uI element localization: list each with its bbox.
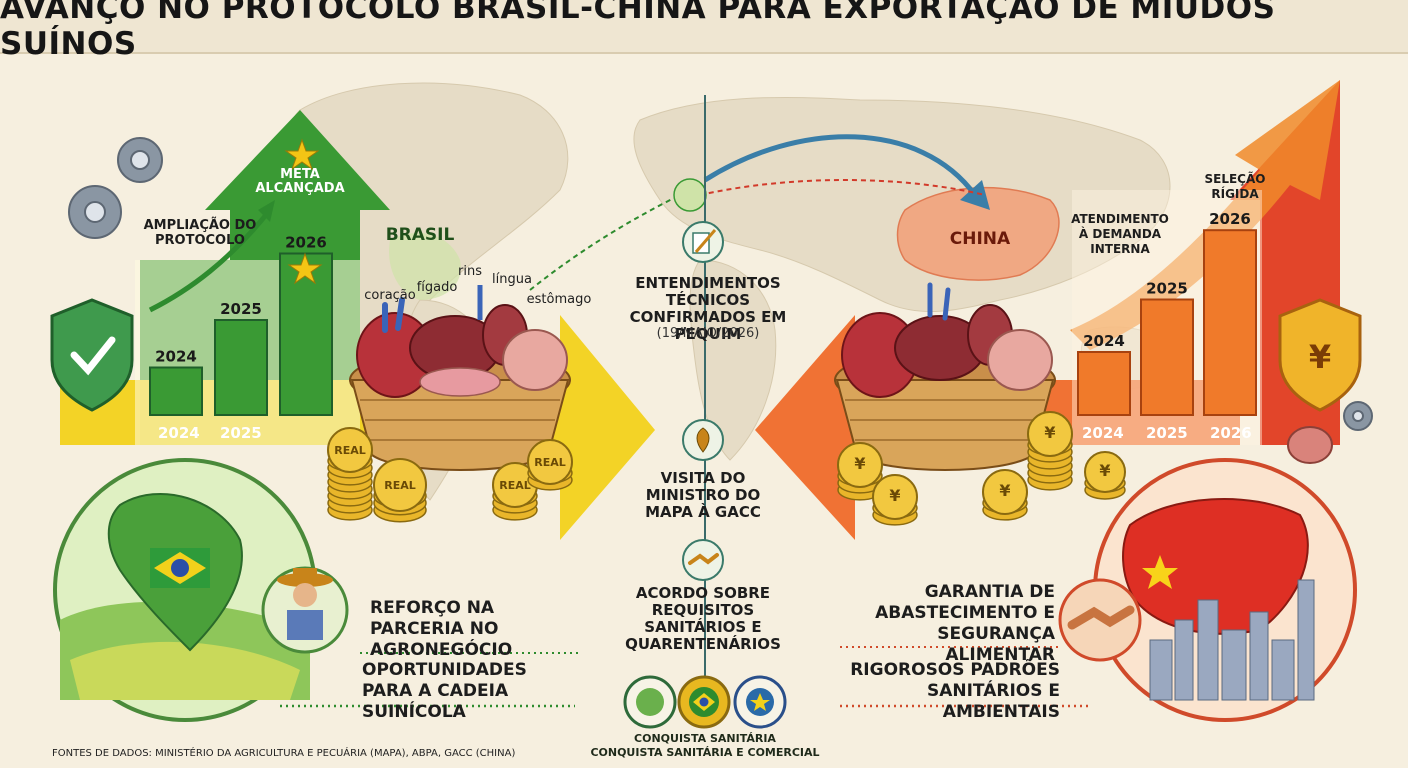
brazil-bar-year-label: 2025 [220, 300, 262, 318]
right-basket [834, 282, 1056, 471]
organ-label: coração [364, 288, 416, 303]
china-diagonal-arrow [1070, 80, 1340, 350]
yuan-coin-stacks: ¥ ¥ ¥ ¥ ¥ [837, 411, 1126, 526]
china-bar [1203, 229, 1257, 416]
timeline-step-1: ENTENDIMENTOS TÉCNICOS CONFIRMADOS EM PE… [629, 274, 787, 343]
seal-caption-1: CONQUISTA SANITÁRIA [634, 732, 776, 745]
china-selection-label: SELEÇÃO RÍGIDA [1204, 172, 1266, 201]
export-flow-arrowhead [960, 180, 990, 210]
brazil-axis-year: 2024 [158, 424, 200, 442]
pequim-marker [673, 178, 707, 212]
brazil-bar-chart: 2024 2025 2026 [149, 234, 333, 416]
gacc-seal-icon [733, 675, 787, 729]
route-dashed-line [529, 194, 681, 291]
brazil-goal-label: META ALCANÇADA [255, 167, 345, 196]
china-bar-year-label: 2026 [1209, 210, 1251, 228]
china-flag-map [1122, 497, 1309, 635]
china-city-circle [1058, 458, 1357, 722]
china-map-highlight [896, 186, 1060, 281]
coin-face [527, 439, 573, 485]
coin-face [982, 469, 1028, 515]
coin-face [327, 427, 373, 473]
organ-label: rins [458, 264, 482, 279]
brazil-farm-circle [53, 458, 349, 722]
coin-face [837, 442, 883, 488]
city-skyline [1149, 579, 1315, 701]
map-pin-icon [682, 419, 724, 461]
ham-icon [1287, 426, 1333, 464]
brazil-bar-year-label: 2024 [155, 348, 197, 366]
handshake-icon [682, 539, 724, 581]
china-axis-year: 2025 [1146, 424, 1188, 442]
export-flow-arrow [703, 134, 978, 197]
page-title: AVANÇO NO PROTOCOLO BRASIL-CHINA PARA EX… [0, 0, 1276, 62]
timeline-step-2: VISITA DO MINISTRO DO MAPA À GACC [645, 469, 761, 521]
brazil-bar [279, 252, 333, 416]
title-bar: AVANÇO NO PROTOCOLO BRASIL-CHINA PARA EX… [0, 0, 1408, 62]
coin-label: ¥ [1099, 461, 1110, 480]
star-icon [287, 252, 323, 285]
china-point-1: GARANTIA DE ABASTECIMENTO E SEGURANÇA AL… [875, 582, 1055, 665]
seal-caption-2: CONQUISTA SANITÁRIA E COMERCIAL [590, 746, 820, 759]
check-mark [70, 336, 116, 376]
brazil-flag-seal-icon [677, 675, 731, 729]
china-axis-year: 2026 [1210, 424, 1252, 442]
coin-label: ¥ [889, 486, 900, 505]
brazil-bar [214, 319, 268, 416]
china-bar-year-label: 2024 [1083, 332, 1125, 350]
brazil-trend-arrowhead [258, 200, 275, 222]
coin-label: REAL [384, 479, 416, 492]
china-point-2: RIGOROSOS PADRÕES SANITÁRIOS E AMBIENTAI… [850, 660, 1060, 722]
brazil-bar [149, 366, 203, 416]
star-icon [284, 138, 320, 171]
shield-check-icon [50, 298, 134, 412]
coin-label: ¥ [1044, 423, 1055, 442]
mapa-seal-icon [623, 675, 677, 729]
china-country-label: CHINA [949, 229, 1011, 249]
coin-label: ¥ [999, 481, 1010, 500]
farmer-figure [261, 566, 349, 654]
organ-label: estômago [526, 292, 592, 307]
coin-label: REAL [499, 479, 531, 492]
gear-icon [68, 137, 1373, 431]
organ-label: fígado [416, 280, 458, 295]
brazil-country-label: BRASIL [385, 225, 455, 245]
brazil-bar-year-label: 2026 [285, 234, 327, 252]
china-bar [1077, 351, 1131, 416]
sources-footnote: FONTES DE DADOS: MINISTÉRIO DA AGRICULTU… [52, 748, 516, 759]
coin-label: REAL [334, 444, 366, 457]
coin-label: REAL [534, 456, 566, 469]
shield-yuan-icon [1278, 298, 1362, 412]
coin-face [872, 474, 918, 520]
timeline-step-3: ACORDO SOBRE REQUISITOS SANITÁRIOS E QUA… [625, 584, 781, 653]
timeline-step-1-date: (19/MAIO/2026) [656, 326, 760, 341]
china-axis-year: 2024 [1082, 424, 1124, 442]
brazil-point-1: REFORÇO NA PARCERIA NO AGRONEGÓCIO [370, 598, 513, 660]
china-bar-year-label: 2025 [1146, 280, 1188, 298]
dialogue-dashed-arrow [699, 179, 986, 196]
china-bar-chart: 2024 2025 2026 [1077, 210, 1257, 416]
organ-label: língua [492, 272, 532, 287]
coin-label: ¥ [854, 454, 865, 473]
document-pen-icon [682, 221, 724, 263]
yuan-symbol: ¥ [1309, 338, 1331, 376]
brazil-map-highlight [389, 232, 461, 300]
brazil-axis-year: 2025 [220, 424, 262, 442]
brazil-point-2: OPORTUNIDADES PARA A CADEIA SUINÍCOLA [362, 660, 527, 722]
china-trend-label: ATENDIMENTO À DEMANDA INTERNA [1071, 212, 1169, 256]
coin-face [1027, 411, 1073, 457]
coin-face [373, 458, 427, 512]
brazil-trend-arrow [148, 208, 272, 313]
china-bar [1140, 298, 1194, 416]
coin-face [1084, 451, 1126, 493]
handshake-icon [1058, 578, 1142, 662]
brazil-trend-label: AMPLIAÇÃO DO PROTOCOLO [143, 218, 257, 248]
